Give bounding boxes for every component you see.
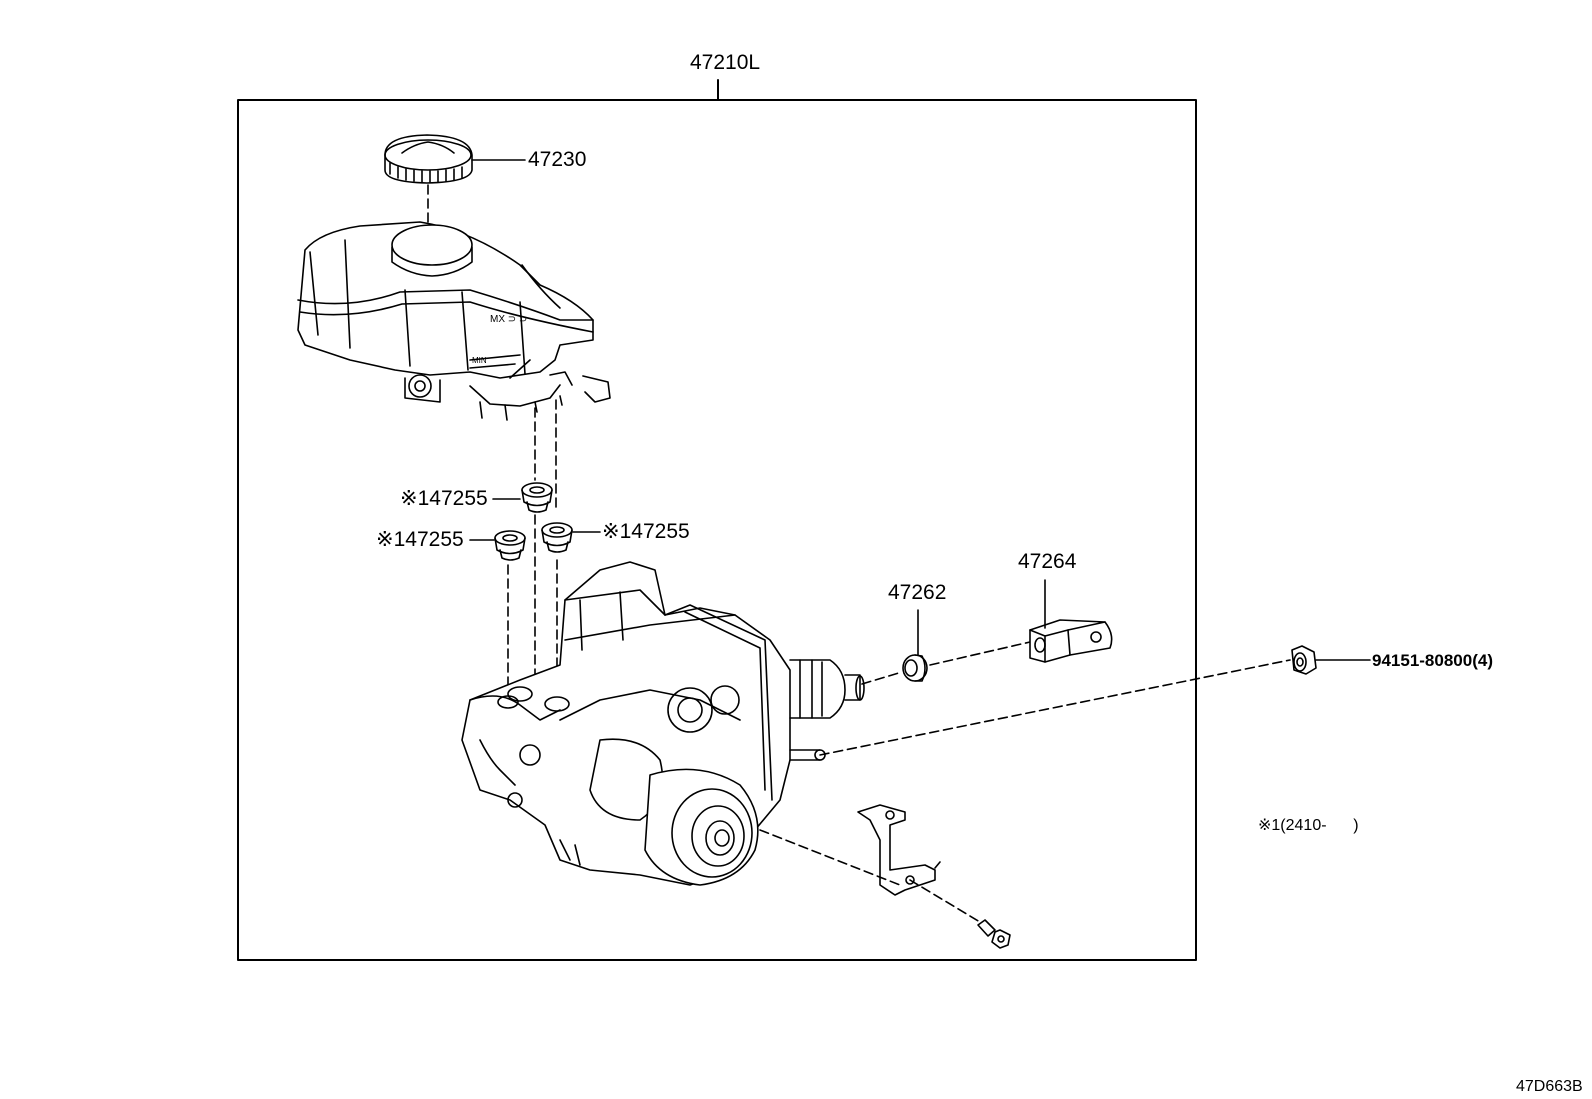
bushing-icon <box>902 654 928 682</box>
clevis-icon <box>1029 619 1113 663</box>
svg-text:MX ⊃ ⊃: MX ⊃ ⊃ <box>490 314 527 325</box>
reservoir-cap-icon <box>384 134 473 184</box>
clevis-label: 47264 <box>1018 550 1077 573</box>
svg-text:MIN: MIN <box>472 356 487 365</box>
assembly-label: 47210L <box>690 51 761 74</box>
grommet-2-icon <box>494 530 526 561</box>
applicability-note: ※1(2410- ) <box>1258 817 1359 834</box>
flange-nut-icon <box>1291 645 1317 675</box>
grommet-1-label: ※147255 <box>400 487 488 510</box>
grommet-2-label: ※147255 <box>376 528 464 551</box>
grommet-3-label: ※147255 <box>602 520 690 543</box>
bushing-label: 47262 <box>888 581 947 604</box>
grommet-3-icon <box>541 522 573 553</box>
bracket-icon <box>857 804 941 896</box>
reservoir-cap-label: 47230 <box>528 148 587 171</box>
figure-code: 47D663B <box>1516 1078 1583 1095</box>
brake-fluid-reservoir-icon: MX ⊃ ⊃ MIN <box>297 221 611 421</box>
grommet-1-icon <box>521 482 553 513</box>
bolt-icon <box>977 919 1011 949</box>
nut-label: 94151-80800(4) <box>1372 651 1493 670</box>
brake-booster-actuator-icon <box>461 561 865 886</box>
